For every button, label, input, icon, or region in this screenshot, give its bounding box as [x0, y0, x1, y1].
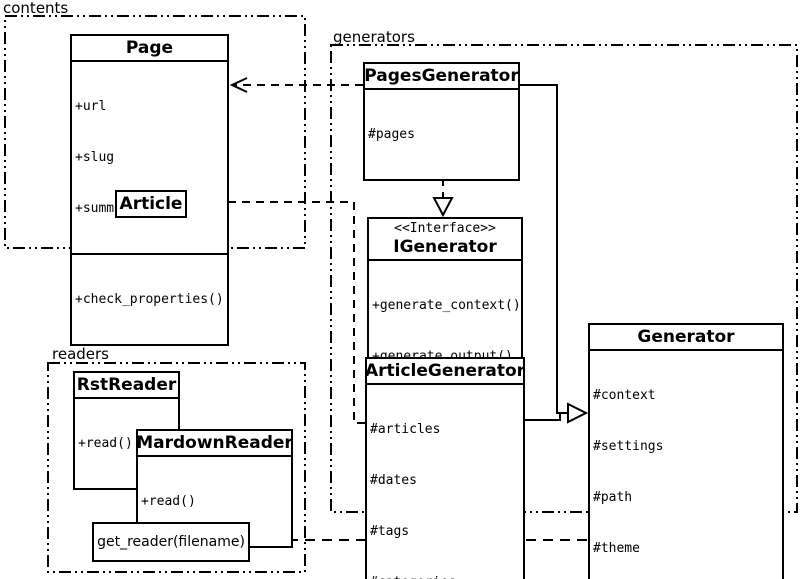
class-box-generator: Generator #context #settings #path #them…	[588, 323, 784, 579]
class-name-pagesgenerator: PagesGenerator	[364, 66, 519, 86]
stereotype-label: <<Interface>>	[394, 221, 496, 236]
package-label-contents: contents	[3, 0, 69, 17]
attributes-section: #pages	[365, 88, 518, 179]
hollow-triangle-icon	[432, 197, 454, 218]
class-name-generator: Generator	[637, 327, 735, 347]
package-border-generators	[330, 44, 798, 513]
attribute: +slug	[75, 150, 115, 165]
attribute: #pages	[368, 127, 415, 142]
package-border-readers	[47, 362, 306, 573]
hollow-triangle-icon	[567, 402, 589, 424]
class-title-igenerator: <<Interface>> IGenerator	[369, 219, 521, 259]
attribute: #path	[593, 490, 633, 505]
methods-section: +check_properties()	[72, 253, 227, 344]
attributes-section: +url +slug +summary	[72, 60, 227, 253]
method: +check_properties()	[75, 292, 224, 307]
class-box-articlegenerator: ArticleGenerator #articles #dates #tags …	[365, 357, 525, 579]
attribute: #dates	[370, 473, 417, 488]
method: +read()	[78, 436, 133, 451]
class-name-page: Page	[125, 38, 174, 58]
method: +read()	[141, 494, 196, 509]
class-name-article: Article	[119, 194, 183, 214]
package-label-generators: generators	[333, 28, 415, 46]
open-arrowhead-icon	[229, 77, 248, 93]
attribute: #tags	[370, 524, 410, 539]
attribute: #categories	[370, 574, 521, 579]
generalization-arrow-generators-to-generator	[520, 84, 589, 424]
attribute: #context	[593, 388, 656, 403]
class-name-articlegenerator: ArticleGenerator	[364, 361, 526, 381]
attribute: #theme	[593, 541, 640, 556]
class-box-article: Article	[115, 190, 187, 218]
attribute: #settings	[593, 439, 664, 454]
attributes-section: #articles #dates #tags #categories	[367, 383, 523, 579]
attribute: #articles	[370, 422, 441, 437]
class-name-igenerator: IGenerator	[393, 237, 497, 257]
class-box-pagesgenerator: PagesGenerator #pages	[363, 62, 520, 181]
method: +generate_context()	[372, 298, 521, 313]
function-box-get-reader: get_reader(filename)	[92, 522, 250, 562]
methods-section: +read()	[138, 455, 291, 546]
methods-section: +read()	[75, 397, 178, 488]
class-name-mardownreader: MardownReader	[136, 433, 293, 453]
attribute: +url	[75, 99, 107, 114]
package-label-readers: readers	[52, 345, 109, 363]
attributes-section: #context #settings #path #theme #output_…	[590, 349, 782, 579]
dependency-arrow-pagesgenerator-to-page	[229, 77, 363, 93]
class-name-rstreader: RstReader	[76, 375, 177, 395]
